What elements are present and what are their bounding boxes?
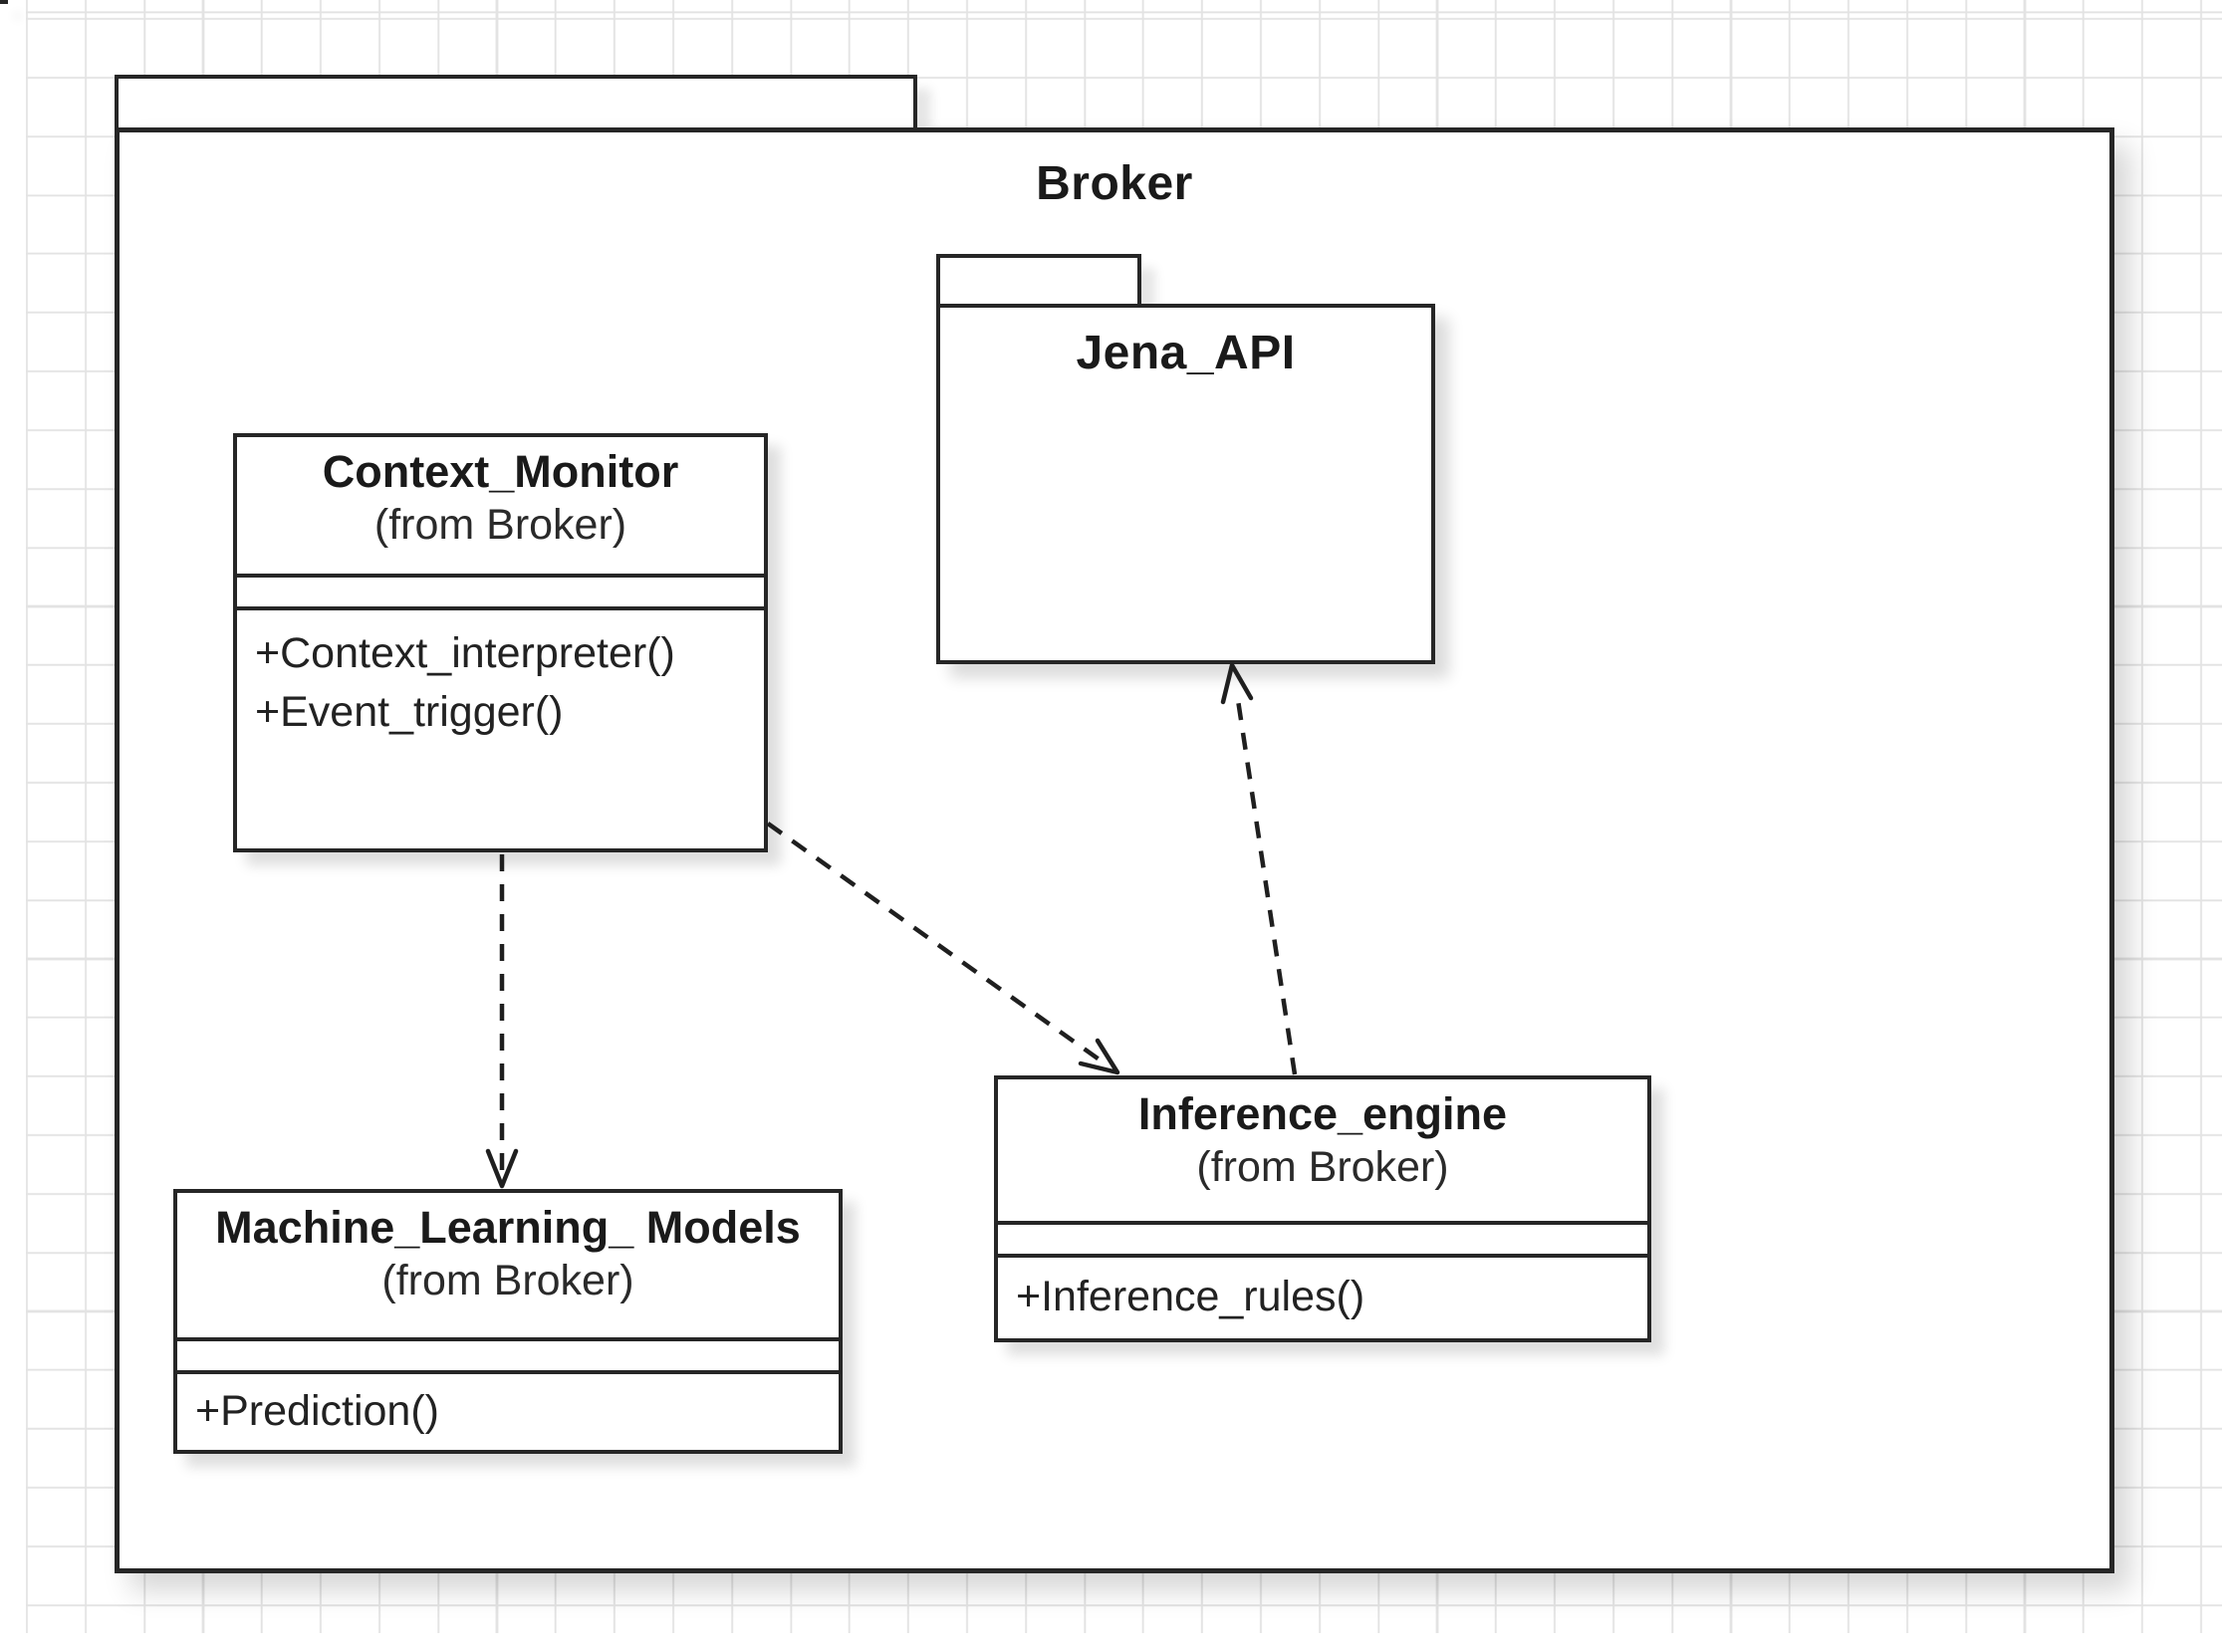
- class-stereotype: (from Broker): [373, 501, 627, 549]
- class-attributes-compartment: [177, 1337, 839, 1374]
- class-title-compartment: Context_Monitor (from Broker): [237, 437, 764, 574]
- package-jena-api-tab[interactable]: [0, 0, 8, 4]
- class-machine-learning-models[interactable]: Machine_Learning_ Models (from Broker) +…: [173, 1189, 843, 1454]
- class-name: Inference_engine: [1137, 1088, 1508, 1139]
- class-title-compartment: Machine_Learning_ Models (from Broker): [177, 1193, 839, 1337]
- class-name: Machine_Learning_ Models: [215, 1202, 801, 1253]
- package-jena-api-label: Jena_API: [1076, 327, 1296, 379]
- package-broker-label: Broker: [1036, 157, 1193, 210]
- class-attributes-compartment: [237, 574, 764, 610]
- class-title-compartment: Inference_engine (from Broker): [998, 1079, 1647, 1221]
- left-margin: [0, 0, 26, 1652]
- bottom-margin: [0, 1633, 2222, 1652]
- class-attributes-compartment: [998, 1221, 1647, 1258]
- package-broker-tab[interactable]: [115, 75, 917, 127]
- class-name: Context_Monitor: [322, 446, 679, 497]
- package-jena-api-body[interactable]: Jena_API: [936, 304, 1435, 664]
- class-methods-compartment: +Inference_rules(): [998, 1258, 1647, 1338]
- class-inference-engine[interactable]: Inference_engine (from Broker) +Inferenc…: [994, 1075, 1651, 1342]
- class-stereotype: (from Broker): [1196, 1143, 1449, 1191]
- class-methods-compartment: +Context_interpreter() +Event_trigger(): [237, 610, 764, 848]
- method-item: +Inference_rules(): [1016, 1273, 1365, 1320]
- class-methods-compartment: +Prediction(): [177, 1374, 839, 1450]
- method-item: +Prediction(): [195, 1387, 439, 1435]
- package-jena-api-tab[interactable]: [936, 254, 1141, 304]
- class-context-monitor[interactable]: Context_Monitor (from Broker) +Context_i…: [233, 433, 768, 852]
- method-item: +Event_trigger(): [255, 688, 564, 736]
- method-item: +Context_interpreter(): [255, 629, 675, 677]
- class-stereotype: (from Broker): [381, 1257, 634, 1304]
